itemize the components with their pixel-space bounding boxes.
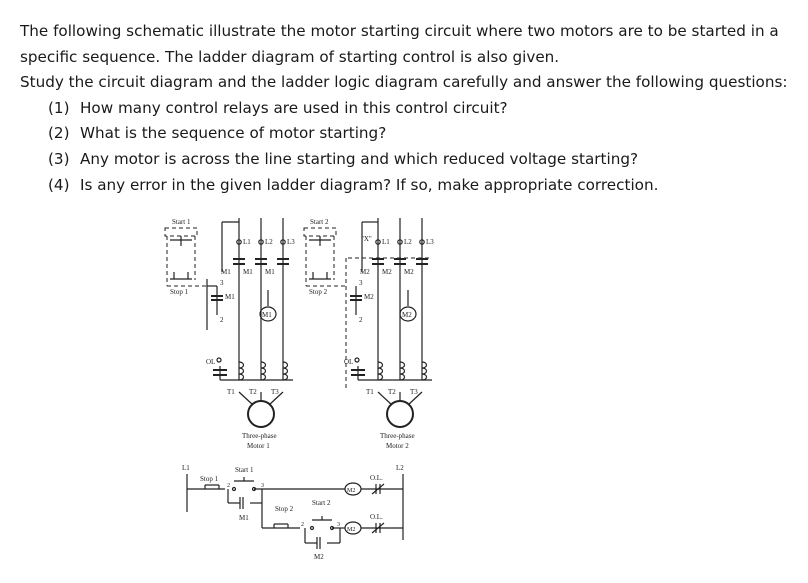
- m2-holding-label: M2: [364, 293, 374, 301]
- m2-wire-2: 2: [359, 316, 363, 324]
- m1-t1-label: T1: [227, 388, 235, 396]
- ladder-m1-label: M1: [239, 514, 249, 522]
- m1-ol-label: OL: [206, 358, 215, 366]
- motor1-circuit: Start 1 Stop 1 L1 L2 L3 M1 M1 M1: [164, 218, 295, 450]
- question-number: (1): [48, 99, 70, 117]
- start1-enclosure: [164, 227, 198, 237]
- question-text: How many control relays are used in this…: [80, 99, 508, 117]
- m2-l3-label: L3: [426, 238, 434, 246]
- question-number: (4): [48, 176, 70, 194]
- m1-t2-label: T2: [249, 388, 257, 396]
- motor1-symbol: [247, 400, 275, 428]
- m1-l2-label: L2: [265, 238, 273, 246]
- intro-line-2: specific sequence. The ladder diagram of…: [20, 48, 560, 66]
- intro-line-3: Study the circuit diagram and the ladder…: [20, 73, 788, 91]
- question-number: (3): [48, 150, 70, 168]
- ladder-coil2-label: M2: [347, 527, 355, 533]
- m1-wire-2: 2: [220, 316, 224, 324]
- m1-contact-label-1: M1: [221, 268, 231, 276]
- ladder-l1-label: L1: [182, 464, 190, 472]
- motor2-circuit: Start 2 Stop 2 "X" L1 L2 L3 M2 M2 M2 3: [303, 218, 434, 450]
- m2-contact-label-2: M2: [382, 268, 392, 276]
- ladder-node-2: 2: [227, 483, 230, 489]
- m2-wire-3: 3: [359, 279, 363, 287]
- m1-coil-label: M1: [262, 311, 272, 319]
- start1-label: Start 1: [172, 218, 191, 226]
- start2-enclosure: [303, 227, 337, 237]
- m1-contact-label-2: M1: [243, 268, 253, 276]
- m1-holding-label: M1: [225, 293, 235, 301]
- ladder-node-3: 3: [261, 483, 264, 489]
- ladder-node-2b: 2: [301, 522, 304, 528]
- ladder-l2-label: L2: [396, 464, 404, 472]
- x-label: "X": [361, 235, 372, 243]
- m2-contact-label-3: M2: [404, 268, 414, 276]
- m1-coil: [259, 306, 277, 322]
- m2-caption-2: Motor 2: [386, 442, 409, 450]
- ladder-diagram: L1 L2 Stop 1 Start 1 2 3 M1 M2 O.L.: [182, 464, 404, 561]
- question-number: (2): [48, 124, 70, 142]
- m2-coil-label: M2: [402, 311, 412, 319]
- ladder-m2-label: M2: [314, 553, 324, 561]
- question-1: (1) How many control relays are used in t…: [48, 96, 508, 121]
- ladder-start2-label: Start 2: [312, 499, 331, 507]
- m2-t1-label: T1: [366, 388, 374, 396]
- m2-caption-1: Three-phase: [380, 432, 415, 440]
- motor2-symbol: [386, 400, 414, 428]
- question-text: What is the sequence of motor starting?: [80, 124, 387, 142]
- m2-t3-label: T3: [410, 388, 418, 396]
- m1-caption-1: Three-phase: [242, 432, 277, 440]
- ladder-node-3b: 3: [337, 522, 340, 528]
- start2-label: Start 2: [310, 218, 329, 226]
- ladder-ol2-label: O.L.: [370, 513, 383, 521]
- ladder-stop1-label: Stop 1: [200, 475, 219, 483]
- question-text: Any motor is across the line starting an…: [80, 150, 639, 168]
- m2-l1-label: L1: [382, 238, 390, 246]
- m1-l1-label: L1: [243, 238, 251, 246]
- m2-coil: [399, 306, 417, 322]
- question-3: (3) Any motor is across the line starting…: [48, 147, 638, 172]
- m1-caption-2: Motor 1: [247, 442, 270, 450]
- m2-l2-label: L2: [404, 238, 412, 246]
- question-4: (4) Is any error in the given ladder diag…: [48, 173, 658, 198]
- question-2: (2) What is the sequence of motor startin…: [48, 121, 386, 146]
- ladder-ol1-label: O.L.: [370, 474, 383, 482]
- m2-ol-label: OL: [344, 358, 353, 366]
- stop2-label: Stop 2: [309, 288, 328, 296]
- m1-wire-3: 3: [220, 279, 224, 287]
- m1-t3-label: T3: [271, 388, 279, 396]
- intro-line-1: The following schematic illustrate the m…: [20, 22, 779, 40]
- question-text: Is any error in the given ladder diagram…: [80, 176, 659, 194]
- ladder-start1-label: Start 1: [235, 466, 254, 474]
- m2-t2-label: T2: [388, 388, 396, 396]
- ladder-stop2-label: Stop 2: [275, 505, 294, 513]
- m2-contact-label-1: M2: [360, 268, 370, 276]
- ladder-coil1-label: M2: [347, 488, 355, 494]
- stop1-label: Stop 1: [170, 288, 189, 296]
- m1-l3-label: L3: [287, 238, 295, 246]
- m1-contact-label-3: M1: [265, 268, 275, 276]
